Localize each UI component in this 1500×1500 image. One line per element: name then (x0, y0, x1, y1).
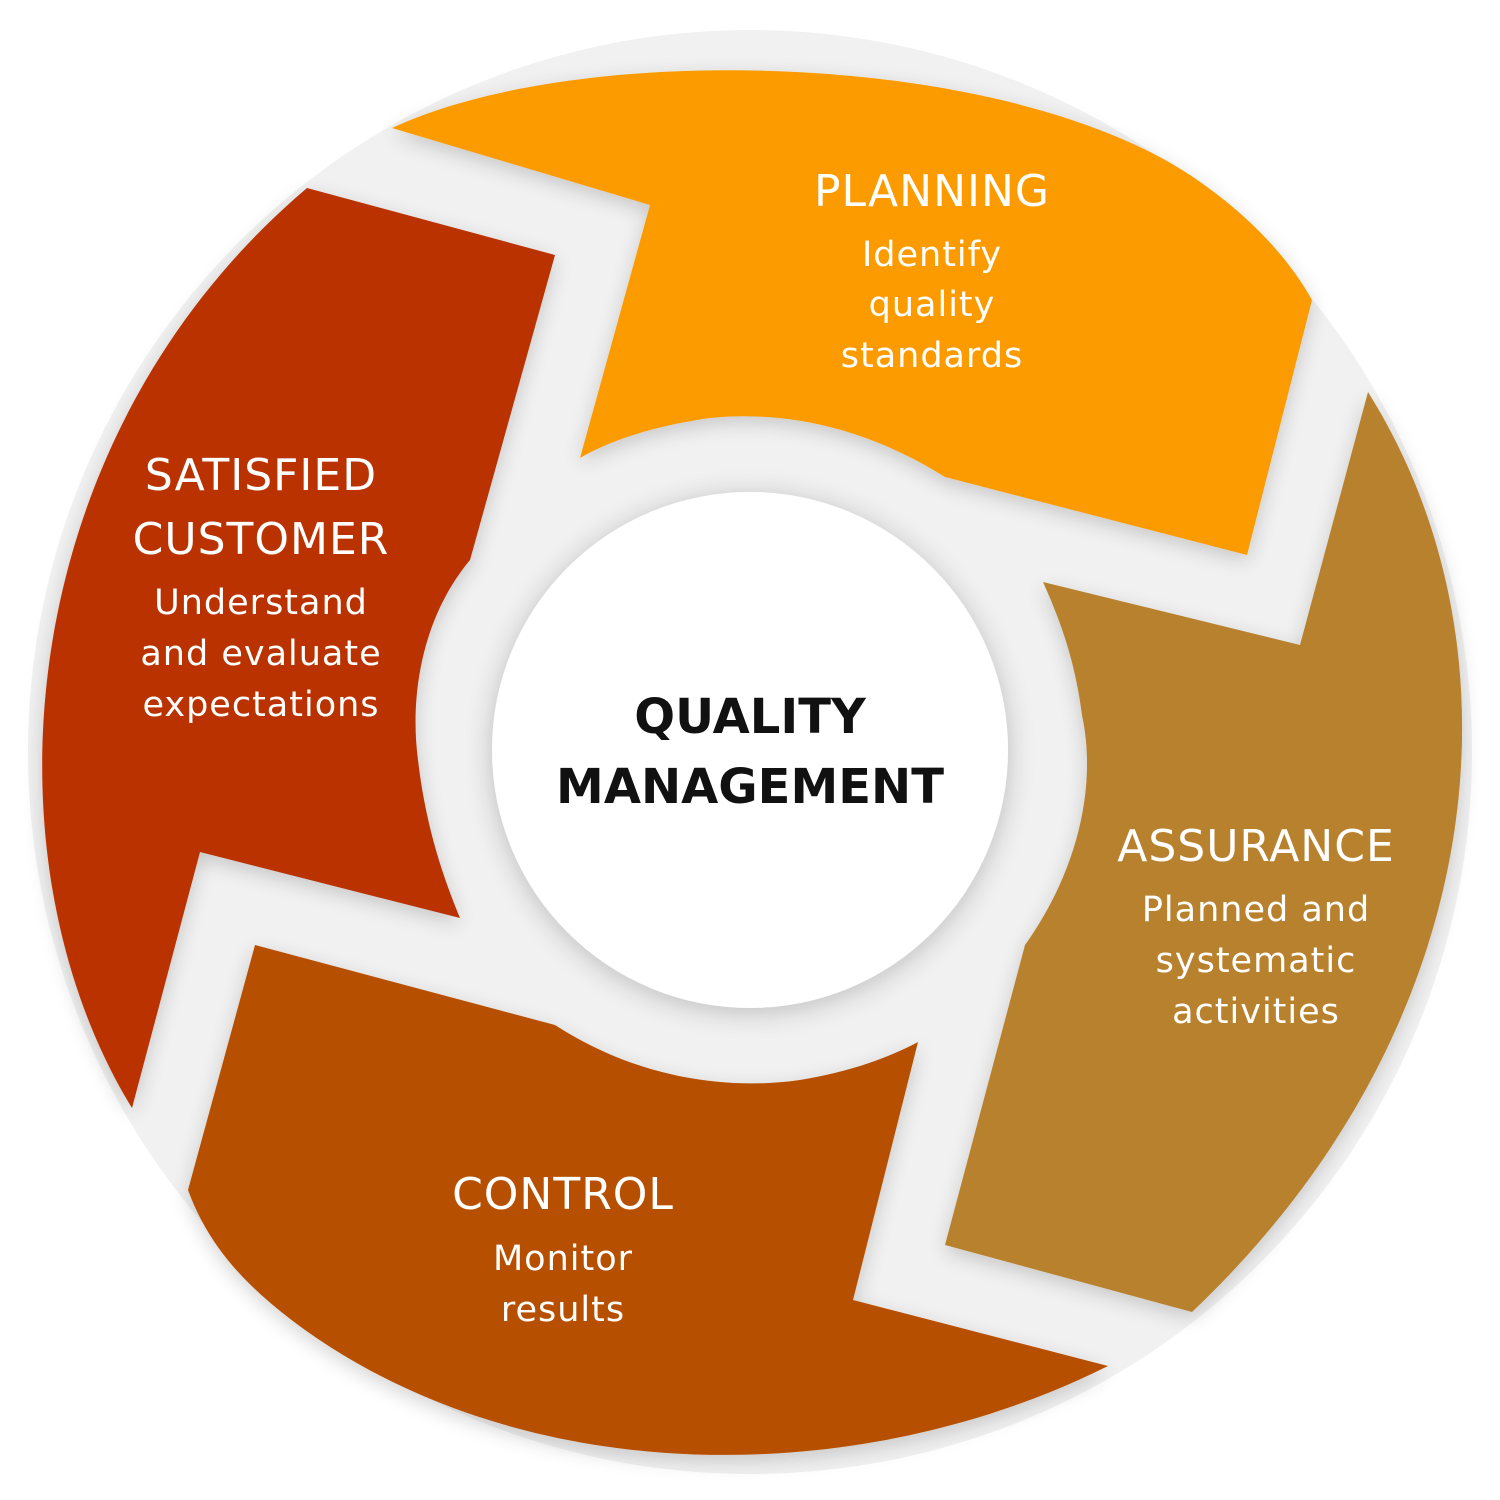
satisfied-customer-title-line2: CUSTOMER (133, 514, 390, 565)
satisfied-customer-desc-line3: expectations (142, 685, 379, 725)
control-desc-line1: Monitor (493, 1239, 633, 1279)
segment-assurance (945, 392, 1463, 1312)
planning-desc-line3: standards (841, 336, 1023, 376)
satisfied-customer-title-line1: SATISFIED (145, 450, 377, 501)
planning-desc-line1: Identify (862, 235, 1002, 275)
assurance-title: ASSURANCE (1117, 821, 1395, 872)
assurance-desc-line1: Planned and (1142, 890, 1370, 930)
segment-control (188, 945, 1108, 1455)
satisfied-customer-desc-line1: Understand (154, 583, 368, 623)
assurance-desc-line2: systematic (1156, 941, 1357, 981)
center-title-line2: MANAGEMENT (556, 759, 944, 815)
control-desc-line2: results (501, 1290, 625, 1330)
control-title: CONTROL (452, 1169, 674, 1220)
center-circle (492, 492, 1008, 1008)
planning-title: PLANNING (814, 166, 1050, 217)
segment-planning (392, 70, 1312, 555)
center-title-line1: QUALITY (634, 689, 867, 745)
planning-desc-line2: quality (869, 285, 996, 325)
satisfied-customer-desc-line2: and evaluate (140, 634, 381, 674)
assurance-desc-line3: activities (1172, 992, 1340, 1032)
segment-satisfied-customer (42, 188, 555, 1108)
